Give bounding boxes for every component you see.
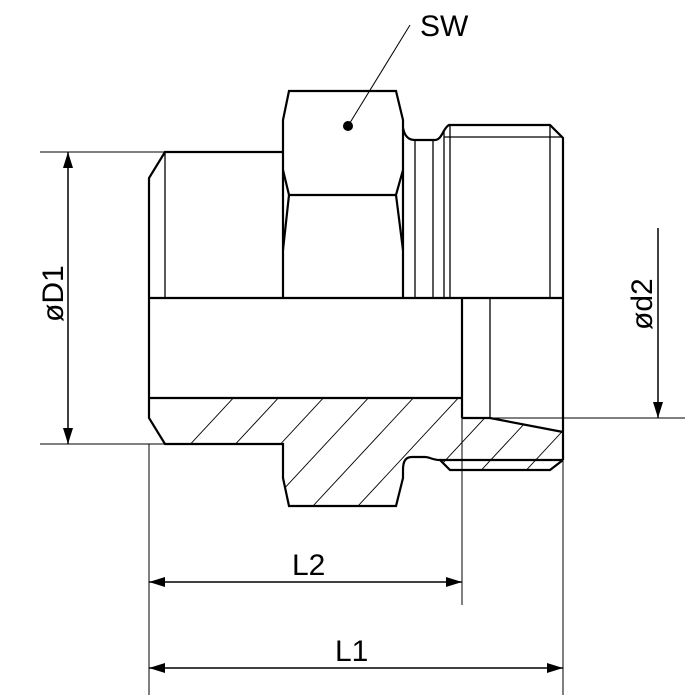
- sw-label: SW: [420, 10, 469, 43]
- section-hatching: [149, 398, 563, 506]
- d2-label: ød2: [626, 278, 659, 330]
- dimension-lines: [40, 24, 685, 695]
- sw-leader-dot: [343, 121, 353, 131]
- dimension-arrows: [63, 152, 663, 673]
- l1-label: L1: [335, 635, 368, 668]
- l2-label: L2: [292, 549, 325, 582]
- thread-lines: [164, 125, 563, 418]
- fitting-outline: [147, 89, 565, 508]
- d1-label: øD1: [37, 265, 70, 322]
